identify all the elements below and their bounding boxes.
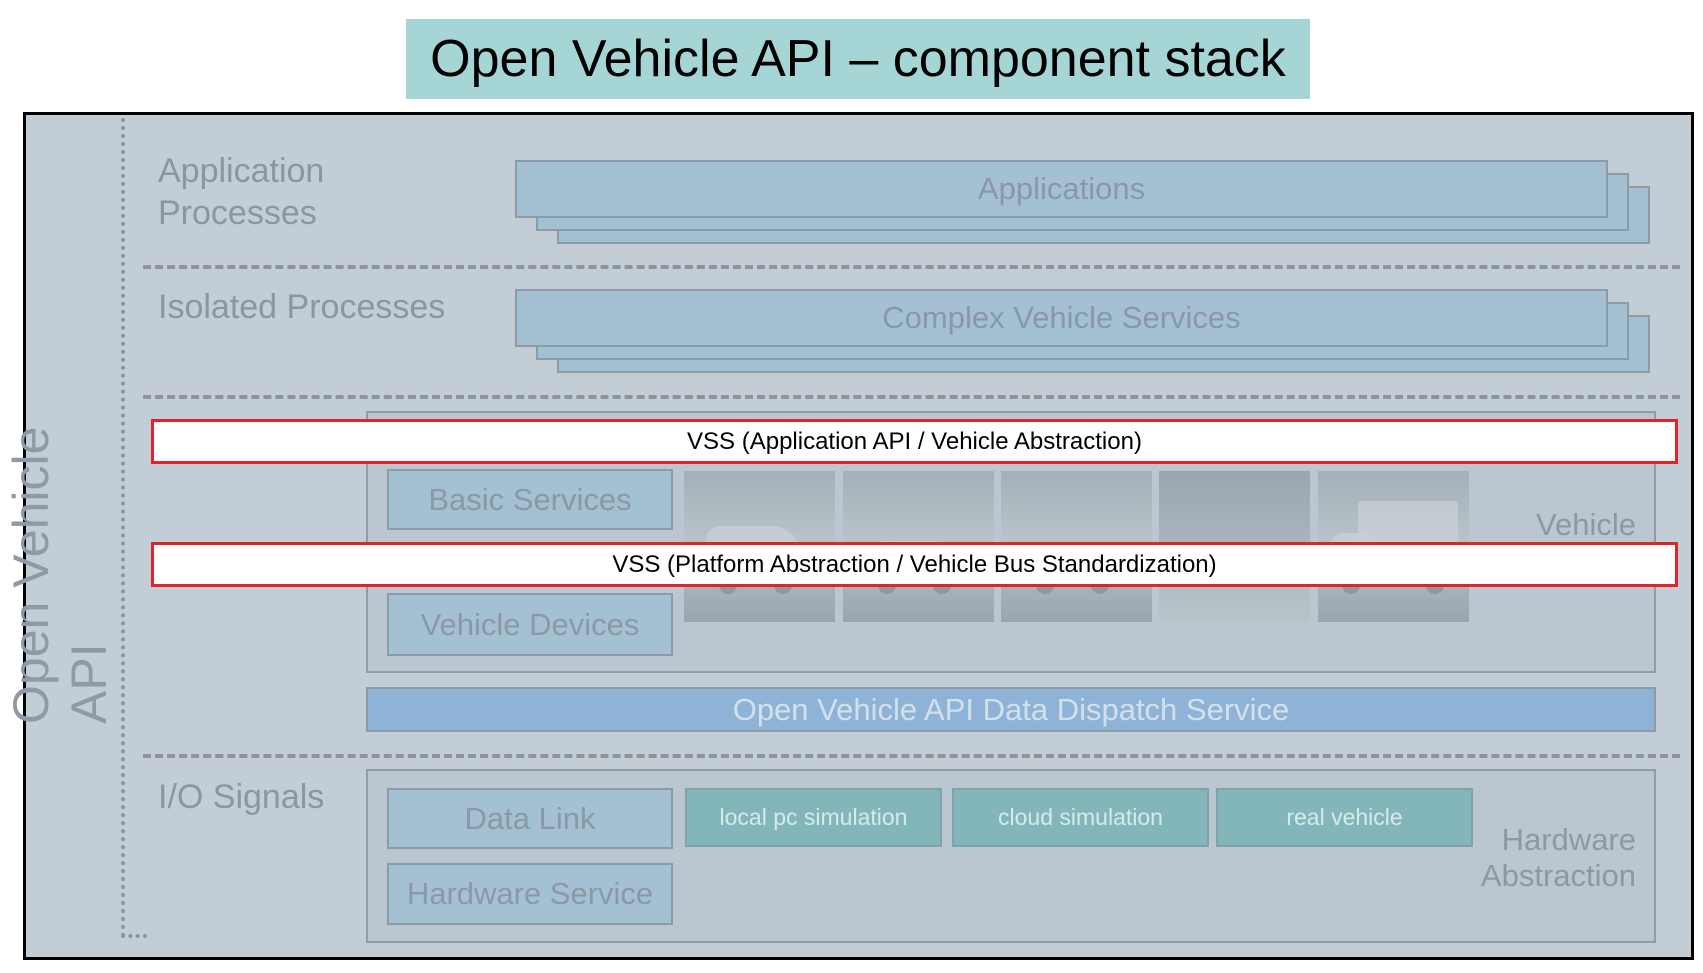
isolated-processes-label: Isolated Processes [158, 288, 446, 326]
api-scope-dotted-end [121, 934, 147, 938]
hardware-service-box: Hardware Service [387, 863, 673, 925]
open-vehicle-api-side-label: Open Vehicle API [3, 426, 117, 724]
layer-divider-1 [143, 265, 1680, 269]
layer-divider-2 [143, 395, 1680, 399]
data-link-box: Data Link [387, 788, 673, 849]
applications-box: Applications [515, 160, 1608, 218]
real-vehicle-box: real vehicle [1216, 788, 1473, 847]
complex-vehicle-services-box: Complex Vehicle Services [515, 289, 1608, 347]
application-label-line1: Application [158, 152, 325, 190]
data-dispatch-service-bar: Open Vehicle API Data Dispatch Service [366, 687, 1656, 732]
api-scope-dotted-line [121, 118, 125, 938]
io-signals-label: I/O Signals [158, 778, 325, 816]
cloud-simulation-box: cloud simulation [952, 788, 1209, 847]
vehicle-devices-box: Vehicle Devices [387, 593, 673, 656]
diagram-title: Open Vehicle API – component stack [406, 19, 1310, 99]
hardware-abstraction-label: Hardware Abstraction [1440, 822, 1636, 894]
vss-platform-abstraction-banner: VSS (Platform Abstraction / Vehicle Bus … [151, 542, 1678, 587]
application-label-line2: Processes [158, 194, 317, 232]
basic-services-box: Basic Services [387, 469, 673, 530]
local-pc-simulation-box: local pc simulation [685, 788, 942, 847]
hardware-label-line2: Abstraction [1480, 858, 1636, 893]
layer-divider-3 [143, 754, 1680, 758]
vss-application-api-banner: VSS (Application API / Vehicle Abstracti… [151, 419, 1678, 464]
hardware-label-line1: Hardware [1501, 822, 1636, 857]
vehicle-label: Vehicle [1536, 507, 1636, 542]
application-processes-label: Application Processes [158, 150, 324, 234]
